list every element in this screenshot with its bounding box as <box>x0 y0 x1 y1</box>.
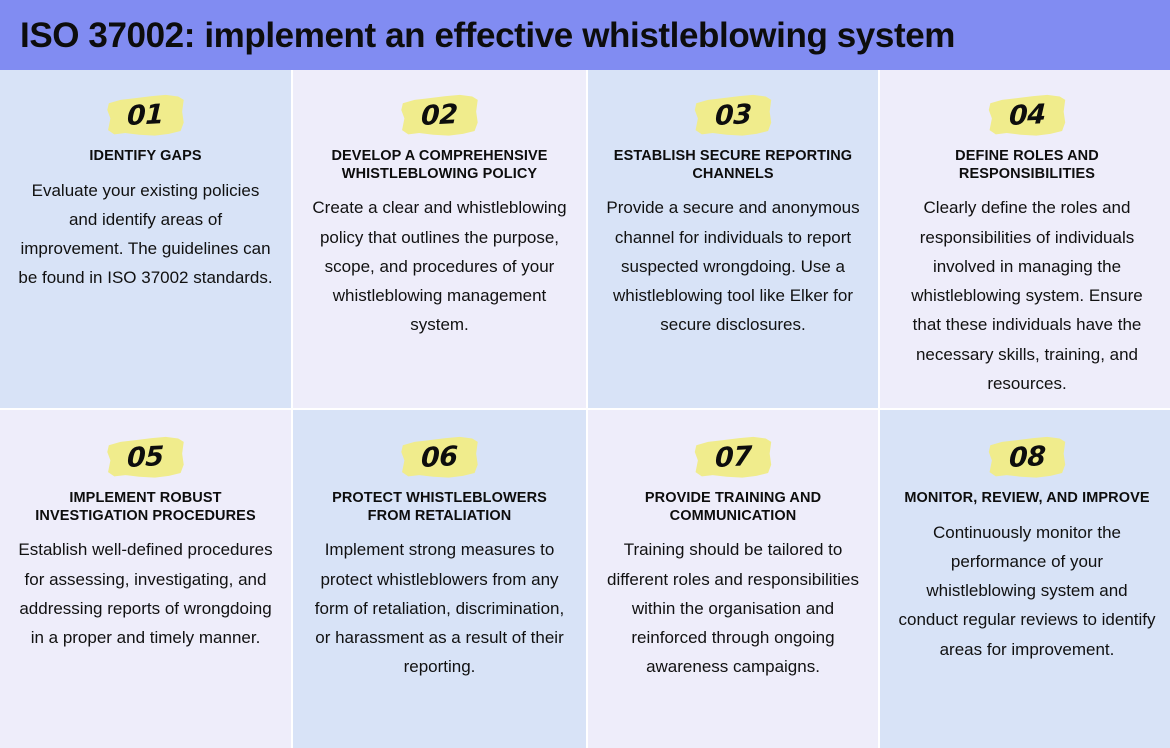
step-card-03: 03 ESTABLISH SECURE REPORTING CHANNELS P… <box>588 70 878 409</box>
highlighter-mark-icon <box>694 94 772 136</box>
step-number-badge-07: 07 <box>694 436 772 478</box>
step-body-06: Implement strong measures to protect whi… <box>314 540 565 677</box>
highlighter-mark-icon <box>401 94 478 136</box>
step-body-05: Establish well-defined procedures for as… <box>18 540 273 648</box>
step-number-badge-04: 04 <box>988 94 1066 136</box>
step-number-badge-06: 06 <box>401 436 479 478</box>
step-heading-04: DEFINE ROLES AND RESPONSIBILITIES <box>955 148 1099 182</box>
step-number-badge-03: 03 <box>694 94 772 136</box>
header-bar: ISO 37002: implement an effective whistl… <box>0 0 1170 70</box>
step-card-07: 07 PROVIDE TRAINING AND COMMUNICATION Tr… <box>588 410 878 748</box>
step-number-06: 06 <box>420 440 459 474</box>
page-title: ISO 37002: implement an effective whistl… <box>20 15 955 55</box>
step-number-07: 07 <box>714 440 752 474</box>
step-number-badge-02: 02 <box>401 94 479 136</box>
step-number-04: 04 <box>1008 98 1046 132</box>
step-number-02: 02 <box>420 98 459 132</box>
step-heading-03: ESTABLISH SECURE REPORTING CHANNELS <box>613 148 853 182</box>
step-card-08: 08 MONITOR, REVIEW, AND IMPROVE Continuo… <box>880 410 1170 748</box>
step-heading-01: IDENTIFY GAPS <box>89 148 202 164</box>
highlighter-mark-icon <box>988 436 1066 478</box>
highlighter-mark-icon <box>401 436 478 478</box>
steps-grid: 01 IDENTIFY GAPS Evaluate your existing … <box>0 70 1170 748</box>
step-body-02: Create a clear and whistleblowing policy… <box>312 198 567 335</box>
step-card-06: 06 PROTECT WHISTLEBLOWERS FROM RETALIATI… <box>293 410 586 748</box>
step-heading-08: MONITOR, REVIEW, AND IMPROVE <box>904 490 1150 507</box>
step-card-05: 05 IMPLEMENT ROBUST INVESTIGATION PROCED… <box>0 410 291 748</box>
step-number-08: 08 <box>1008 440 1046 474</box>
highlighter-mark-icon <box>107 436 184 478</box>
step-card-02: 02 DEVELOP A COMPREHENSIVE WHISTLEBLOWIN… <box>293 70 586 409</box>
step-heading-02: DEVELOP A COMPREHENSIVE WHISTLEBLOWING P… <box>331 148 548 182</box>
step-number-badge-01: 01 <box>107 94 185 136</box>
step-heading-07: PROVIDE TRAINING AND COMMUNICATION <box>644 490 822 524</box>
step-number-01: 01 <box>126 98 165 132</box>
highlighter-mark-icon <box>988 94 1066 136</box>
step-number-03: 03 <box>714 98 752 132</box>
step-heading-05: IMPLEMENT ROBUST INVESTIGATION PROCEDURE… <box>35 490 256 524</box>
step-body-03: Provide a secure and anonymous channel f… <box>606 198 860 335</box>
step-body-08: Continuously monitor the performance of … <box>898 522 1156 659</box>
step-number-badge-05: 05 <box>107 436 185 478</box>
step-body-01: Evaluate your existing policies and iden… <box>18 180 273 288</box>
step-number-05: 05 <box>126 440 165 474</box>
highlighter-mark-icon <box>107 94 184 136</box>
highlighter-mark-icon <box>694 436 772 478</box>
step-body-04: Clearly define the roles and responsibil… <box>911 198 1143 393</box>
step-body-07: Training should be tailored to different… <box>607 540 859 677</box>
step-card-04: 04 DEFINE ROLES AND RESPONSIBILITIES Cle… <box>880 70 1170 409</box>
step-card-01: 01 IDENTIFY GAPS Evaluate your existing … <box>0 70 291 409</box>
step-number-badge-08: 08 <box>988 436 1066 478</box>
step-heading-06: PROTECT WHISTLEBLOWERS FROM RETALIATION <box>332 490 547 524</box>
